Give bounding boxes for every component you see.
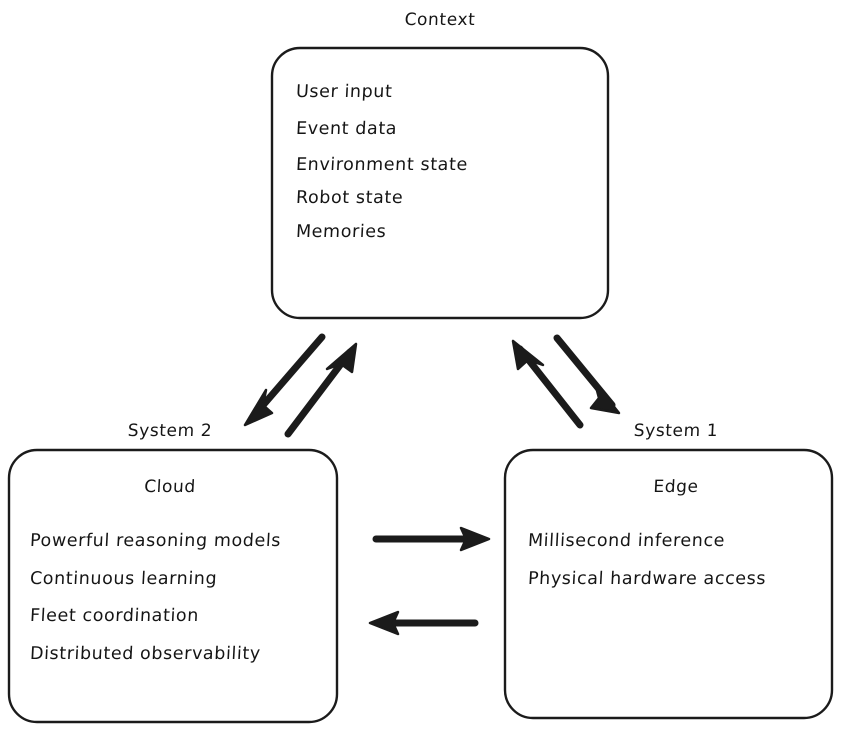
cloud-group-label: System 2 <box>127 421 213 441</box>
context-group-label: Context <box>404 10 476 30</box>
edge-node-shape[interactable] <box>503 448 834 720</box>
context-item-1: Event data <box>295 119 398 139</box>
arrow-context-to-edge <box>553 334 621 415</box>
context-item-3: Robot state <box>295 188 404 208</box>
edge-item-0: Millisecond inference <box>527 531 726 551</box>
context-item-2: Environment state <box>295 155 469 175</box>
edge-item-1: Physical hardware access <box>527 569 767 589</box>
cloud-node-shape[interactable] <box>7 448 339 724</box>
arrow-cloud-to-edge <box>372 526 491 552</box>
cloud-item-2: Fleet coordination <box>29 606 200 626</box>
context-item-0: User input <box>295 82 393 102</box>
arrow-edge-to-context <box>511 339 584 429</box>
context-node-shape[interactable] <box>270 46 610 320</box>
cloud-item-0: Powerful reasoning models <box>29 531 282 551</box>
cloud-item-3: Distributed observability <box>29 644 262 664</box>
edge-group-label: System 1 <box>633 421 719 441</box>
arrow-context-to-cloud <box>243 333 326 427</box>
cloud-item-1: Continuous learning <box>29 569 218 589</box>
arrow-edge-to-cloud <box>368 610 479 636</box>
edge-node-title: Edge <box>652 477 700 497</box>
cloud-node-title: Cloud <box>143 477 197 497</box>
context-item-4: Memories <box>295 222 387 242</box>
arrow-cloud-to-context <box>284 342 358 438</box>
